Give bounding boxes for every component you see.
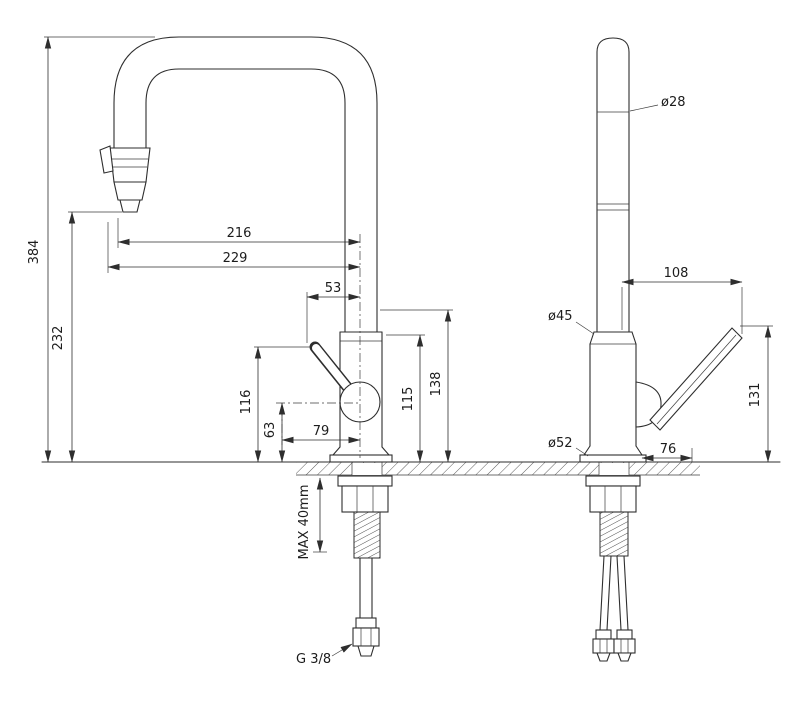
side-view: [579, 37, 743, 662]
dim-body-height: 115: [386, 334, 425, 463]
dim-handle-top-height: 131: [740, 325, 773, 463]
washer-side: [585, 475, 641, 487]
handle-lever: [649, 327, 743, 431]
spray-clip: [99, 145, 114, 174]
dim-max-mount-thickness: MAX 40mm: [297, 477, 327, 560]
mounting-nut-side: [589, 485, 637, 513]
dim-body-diameter: ø45: [548, 309, 595, 335]
front-view: [99, 36, 393, 657]
spout-tube-side: [596, 37, 630, 333]
dim-outlet-height-label: 232: [51, 326, 66, 351]
base-plate-front: [329, 454, 393, 463]
dim-handle-pivot-height-label: 63: [263, 422, 278, 439]
countertop: [41, 461, 781, 476]
dim-body-diameter-label: ø45: [548, 309, 573, 324]
dim-handle-tip-height-label: 116: [239, 390, 254, 415]
dim-handle-pivot-height: 63: [263, 402, 286, 463]
base-plate-side: [579, 454, 647, 463]
spray-nozzle: [119, 199, 141, 213]
threaded-shank-front: [353, 511, 381, 559]
dim-spout-diameter: ø28: [629, 95, 686, 112]
spout-inner-outline: [145, 68, 346, 333]
handle-front: [309, 341, 381, 423]
dim-overall-height-label: 384: [27, 240, 42, 265]
supply-hoses: [592, 555, 636, 662]
dim-reach-overall-label: 229: [223, 251, 248, 266]
dim-handle-top-height-label: 131: [748, 383, 763, 408]
dim-reach-to-outlet-label: 216: [227, 226, 252, 241]
washer-front: [337, 475, 393, 487]
handle-side: [635, 327, 743, 431]
dim-handle-tip-height: 116: [239, 346, 310, 463]
dim-reach-to-outlet: 216: [117, 218, 361, 248]
dim-outlet-height: 232: [51, 211, 122, 463]
dim-base-diameter: ø52: [548, 436, 589, 457]
dim-spout-offset-label: 53: [325, 281, 342, 296]
under-deck-front: [337, 475, 393, 657]
dim-spout-diameter-label: ø28: [661, 95, 686, 110]
dim-spout-underside-height-label: 138: [429, 372, 444, 397]
mounting-nut-front: [341, 485, 389, 513]
hose-fitting-left: [592, 638, 615, 654]
hose-fitting-right: [613, 638, 636, 654]
dim-overall-height: 384: [27, 36, 155, 463]
dim-spout-underside-height: 138: [380, 309, 453, 463]
dim-base-offset-label: 76: [660, 442, 677, 457]
dim-max-mount-thickness-label: MAX 40mm: [297, 484, 312, 559]
dim-reach-overall: 229: [107, 222, 361, 273]
spray-head: [99, 145, 151, 213]
dim-base-offset: 76: [641, 442, 693, 462]
dim-handle-reach-label: 79: [313, 424, 330, 439]
dim-handle-length: 108: [621, 266, 743, 334]
dim-spout-offset: 53: [306, 281, 361, 343]
dim-handle-reach: 79: [281, 424, 361, 444]
hose-fitting-front: [352, 627, 380, 647]
dim-handle-length-label: 108: [664, 266, 689, 281]
dim-base-diameter-label: ø52: [548, 436, 573, 451]
under-deck-side: [585, 475, 641, 662]
threaded-shank-side: [599, 511, 629, 557]
dim-body-height-label: 115: [401, 387, 416, 412]
label-supply-thread: G 3/8: [296, 643, 353, 667]
faucet-body-front: [329, 331, 393, 463]
supply-thread-label: G 3/8: [296, 652, 331, 667]
spout-outer-outline: [113, 36, 378, 333]
